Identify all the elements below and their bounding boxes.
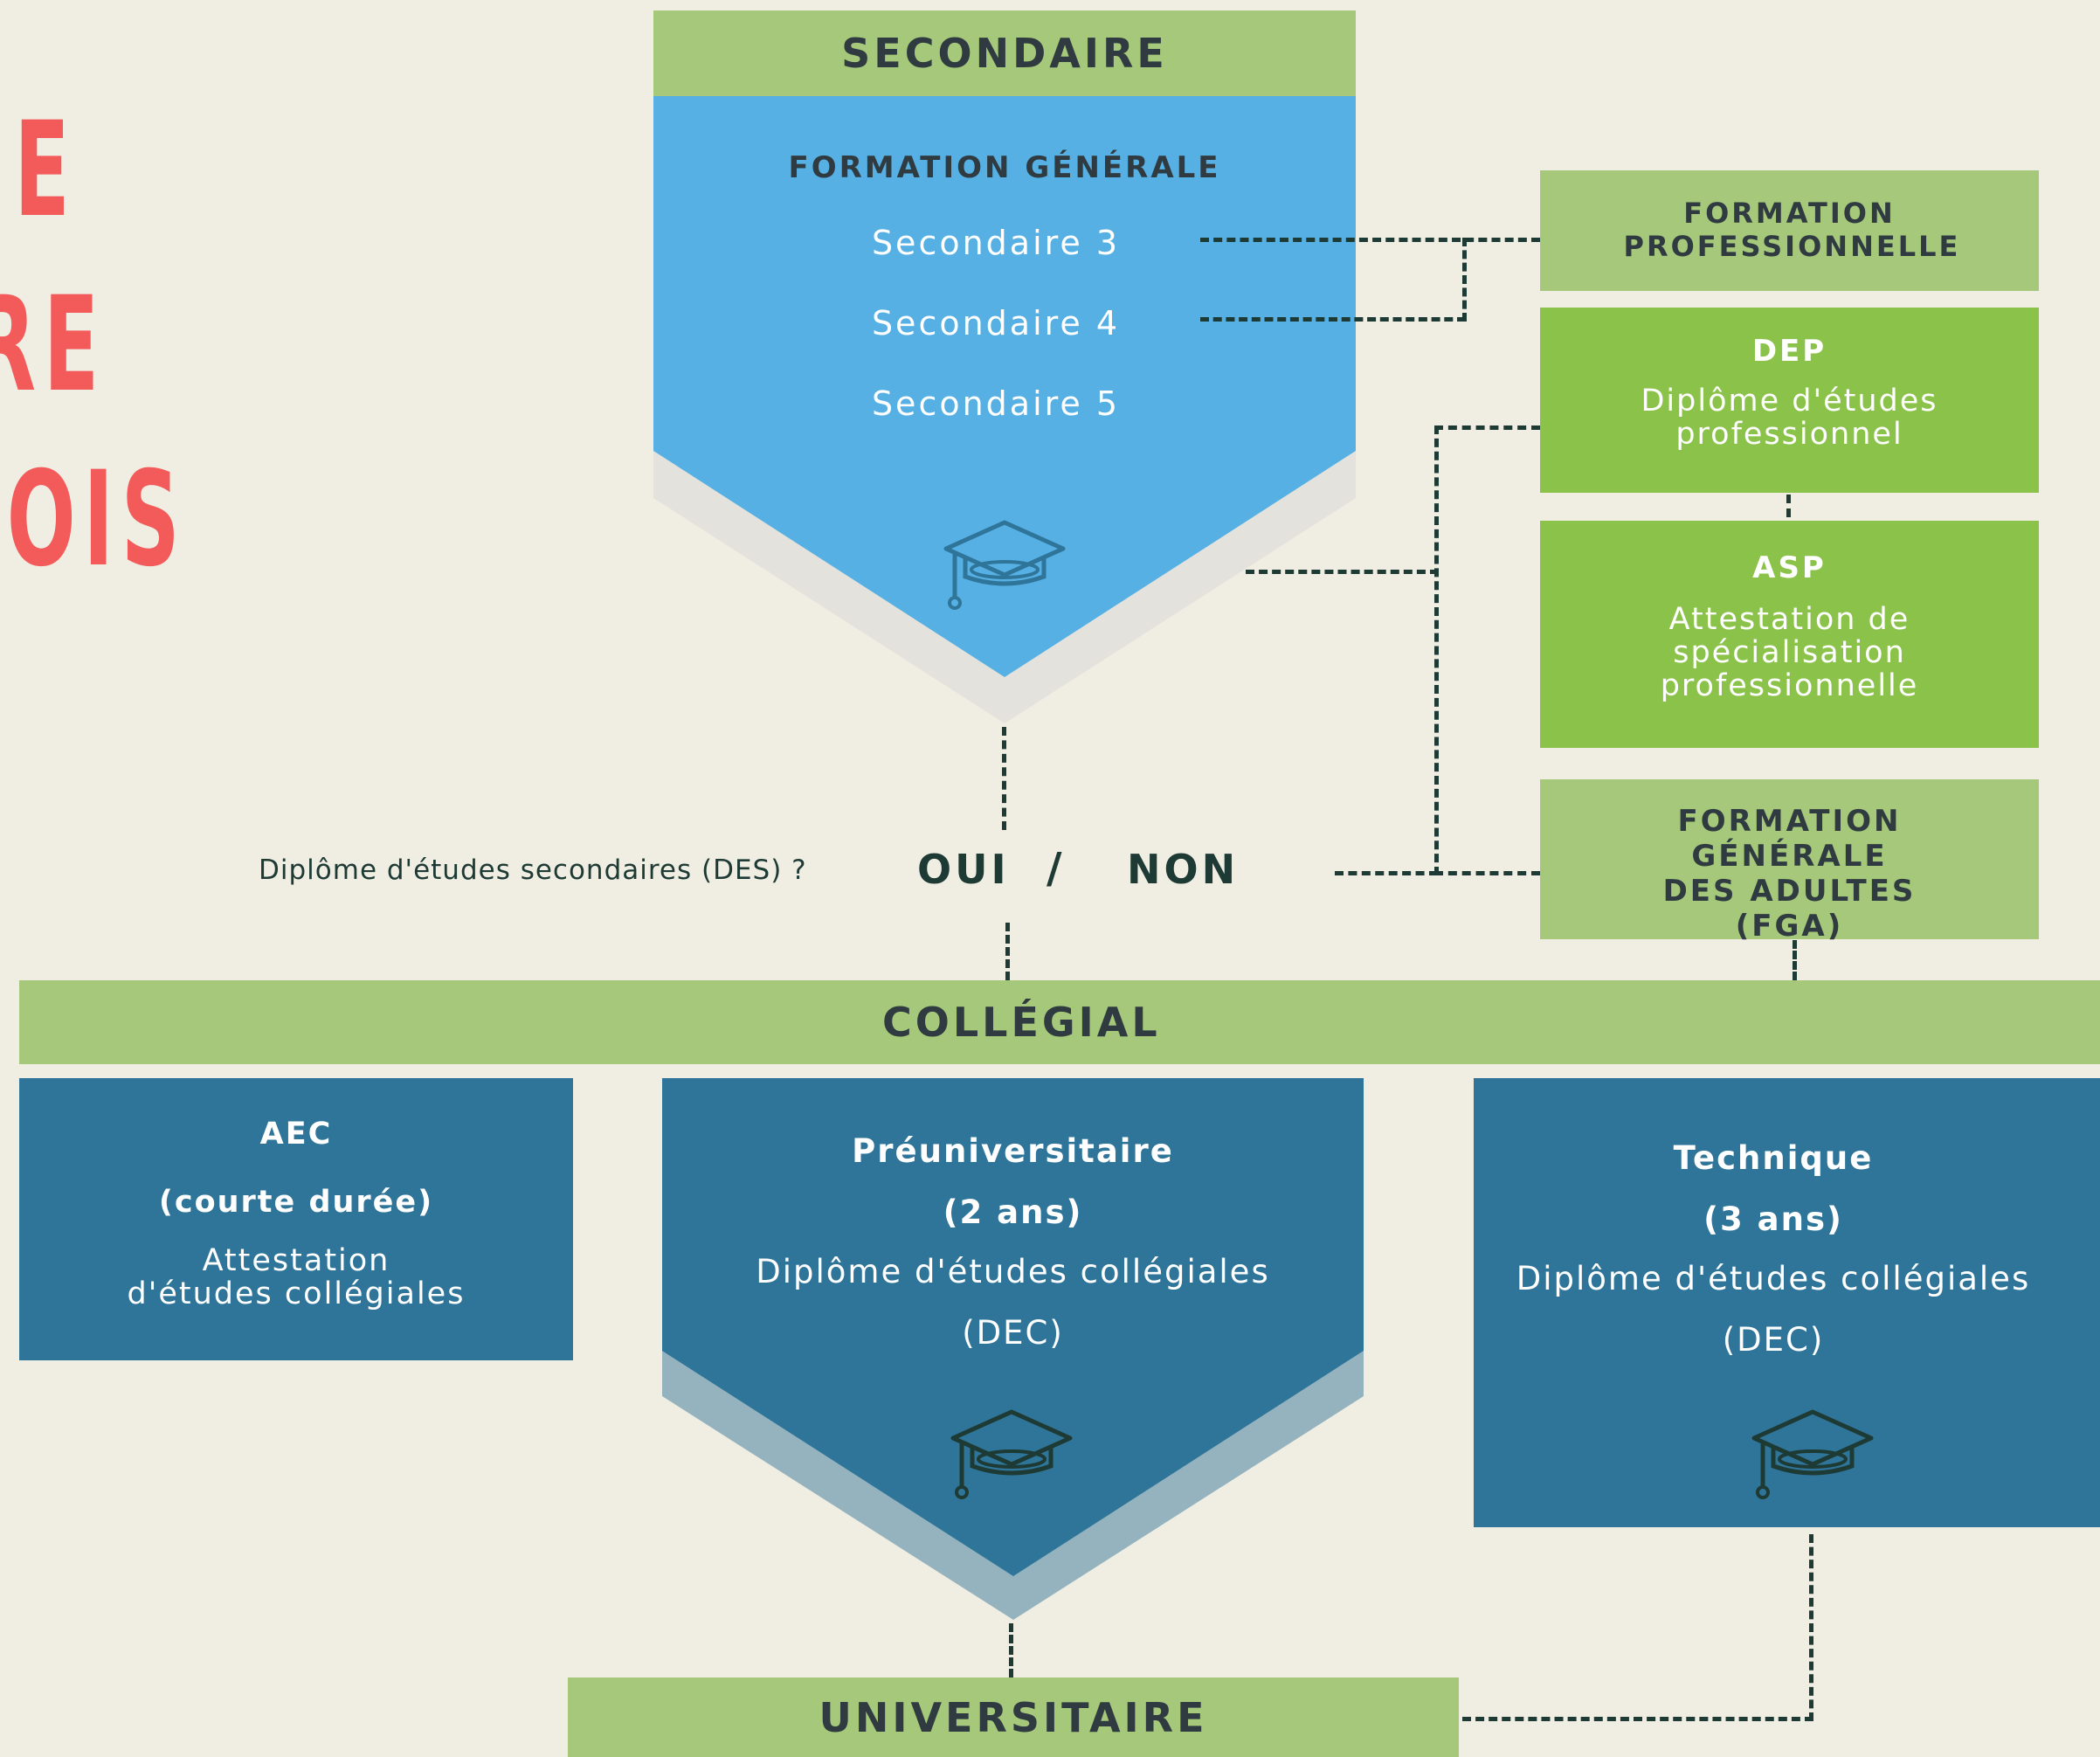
formation-generale-label: FORMATION GÉNÉRALE	[788, 150, 1221, 185]
secondaire-3-label: Secondaire 3	[871, 224, 1121, 262]
title-fragment-2: RE	[0, 269, 107, 421]
fga-label: FORMATION GÉNÉRALE DES ADULTES (FGA)	[1662, 804, 1917, 944]
secondaire-panel	[653, 96, 1356, 677]
technique-box: Technique (3 ans) Diplôme d'études collé…	[1474, 1078, 2100, 1527]
technique-duration: (3 ans)	[1703, 1200, 1843, 1238]
connector-line	[1335, 871, 1438, 875]
connector-line	[1786, 495, 1791, 517]
asp-description: Attestation de spécialisation profession…	[1660, 602, 1919, 703]
oui-option[interactable]: OUI	[917, 846, 1010, 893]
collegial-header: COLLÉGIAL	[19, 980, 2100, 1064]
preuniversitaire-description: Diplôme d'études collégiales	[756, 1253, 1270, 1290]
asp-box: ASP Attestation de spécialisation profes…	[1540, 521, 2039, 748]
non-option[interactable]: NON	[1127, 846, 1240, 893]
technique-title: Technique	[1673, 1139, 1874, 1177]
connector-line	[1434, 871, 1540, 875]
secondaire-4-label: Secondaire 4	[871, 304, 1121, 342]
preuniversitaire-abbr: (DEC)	[962, 1314, 1064, 1352]
technique-abbr: (DEC)	[1722, 1321, 1825, 1359]
aec-description: Attestation d'études collégiales	[127, 1243, 466, 1311]
connector-line	[1793, 940, 1797, 980]
graduation-cap-icon	[1751, 1409, 1874, 1499]
formation-professionnelle-header: FORMATION PROFESSIONNELLE	[1540, 170, 2039, 291]
asp-title: ASP	[1752, 550, 1827, 585]
des-question: Diplôme d'études secondaires (DES) ?	[259, 854, 807, 886]
title-fragment-1: E	[13, 94, 77, 246]
connector-line	[1246, 570, 1439, 574]
connector-line	[1005, 923, 1010, 980]
aec-title: AEC	[259, 1117, 333, 1152]
title-fragment-3: OIS	[6, 444, 187, 596]
aec-duration: (courte durée)	[158, 1185, 434, 1220]
preuniversitaire-title: Préuniversitaire	[852, 1132, 1174, 1170]
connector-line	[1434, 425, 1540, 430]
connector-line	[1434, 425, 1439, 875]
connector-line	[1009, 1623, 1013, 1677]
connector-line	[1462, 1717, 1813, 1721]
connector-line	[1200, 317, 1466, 322]
connector-line	[1200, 238, 1540, 242]
aec-box: AEC (courte durée) Attestation d'études …	[19, 1078, 573, 1360]
dep-box: DEP Diplôme d'études professionnel	[1540, 308, 2039, 493]
preuniversitaire-duration: (2 ans)	[943, 1193, 1083, 1231]
connector-line	[1809, 1534, 1813, 1721]
secondaire-5-label: Secondaire 5	[871, 384, 1121, 423]
connector-line	[1002, 727, 1006, 830]
fga-box: FORMATION GÉNÉRALE DES ADULTES (FGA)	[1540, 779, 2039, 944]
graduation-cap-icon	[950, 1409, 1073, 1499]
connector-line	[1462, 238, 1467, 322]
technique-description: Diplôme d'études collégiales	[1516, 1260, 2031, 1297]
preuniversitaire-panel	[662, 1078, 1364, 1576]
dep-description: Diplôme d'études professionnel	[1641, 384, 1938, 452]
option-separator: /	[1047, 844, 1062, 893]
formation-professionnelle-label: FORMATION PROFESSIONNELLE	[1623, 197, 1961, 263]
graduation-cap-icon	[943, 520, 1066, 610]
secondaire-header: SECONDAIRE	[653, 10, 1356, 96]
universitaire-header: UNIVERSITAIRE	[568, 1677, 1459, 1757]
dep-title: DEP	[1751, 334, 1827, 369]
